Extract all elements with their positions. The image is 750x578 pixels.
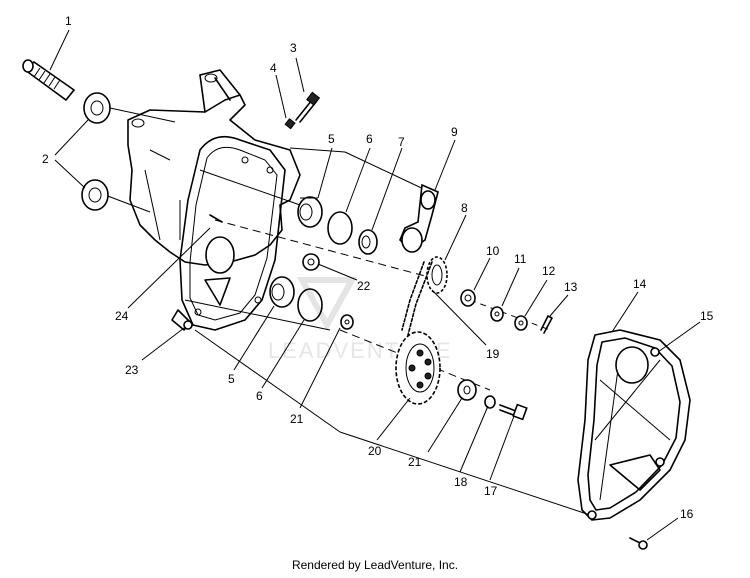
assembly-lines [104, 107, 591, 516]
callout-22: 22 [357, 279, 371, 293]
seal-lower [81, 179, 109, 211]
washer-part-10 [460, 289, 476, 307]
callout-20: 20 [368, 444, 382, 458]
callout-21-upper: 21 [290, 412, 304, 426]
footer-credit: Rendered by LeadVenture, Inc. [291, 558, 459, 572]
callout-17: 17 [484, 484, 498, 498]
callout-13: 13 [564, 280, 578, 294]
seal-upper [83, 92, 111, 124]
snap-ring-upper [327, 211, 353, 245]
washer-part-4 [284, 118, 296, 130]
gear-small [426, 256, 448, 294]
callout-1: 1 [65, 14, 72, 28]
pin-part-24 [209, 214, 223, 223]
screw-part-23 [183, 320, 193, 330]
bearing-upper [297, 196, 323, 228]
nut-part-12 [514, 315, 528, 331]
washer-part-21-lower [457, 379, 477, 401]
callout-2: 2 [42, 152, 49, 166]
callout-15: 15 [700, 309, 714, 323]
callout-12: 12 [542, 264, 556, 278]
gear-housing [127, 69, 301, 331]
gear-large [395, 331, 441, 405]
washer-part-18 [484, 395, 496, 409]
washer-part-21-upper [340, 314, 354, 330]
callout-leaders [49, 29, 701, 541]
callout-5-upper: 5 [328, 132, 335, 146]
callout-4: 4 [270, 61, 277, 75]
bolt-part-3 [295, 91, 321, 123]
callout-6-upper: 6 [366, 132, 373, 146]
washer-part-11 [490, 306, 504, 322]
callout-3: 3 [290, 41, 297, 55]
callout-9: 9 [451, 125, 458, 139]
callout-14: 14 [633, 277, 647, 291]
callout-5-lower: 5 [228, 372, 235, 386]
callout-24: 24 [115, 309, 129, 323]
callout-8: 8 [461, 201, 468, 215]
callout-labels: 1 2 3 4 5 6 7 8 9 10 11 12 13 14 15 16 1… [42, 14, 714, 521]
chain-case-cover [577, 329, 691, 521]
chain [401, 261, 433, 336]
screw-part-16 [629, 537, 648, 550]
shift-arm [399, 183, 439, 253]
nut-part-22 [302, 253, 320, 271]
callout-19: 19 [486, 347, 500, 361]
callout-23: 23 [125, 363, 139, 377]
bearing-part-7 [358, 229, 378, 255]
callout-21-lower: 21 [408, 455, 422, 469]
callout-11: 11 [514, 252, 527, 266]
shaft-part [22, 59, 76, 102]
callout-18: 18 [454, 475, 468, 489]
callout-10: 10 [486, 244, 500, 258]
bolt-part-17 [499, 403, 528, 421]
bearing-lower [269, 276, 295, 308]
cotter-pin-part-13 [540, 315, 553, 334]
snap-ring-lower [297, 288, 323, 322]
callout-6-lower: 6 [256, 389, 263, 403]
callout-16: 16 [680, 507, 694, 521]
callout-7: 7 [398, 135, 405, 149]
